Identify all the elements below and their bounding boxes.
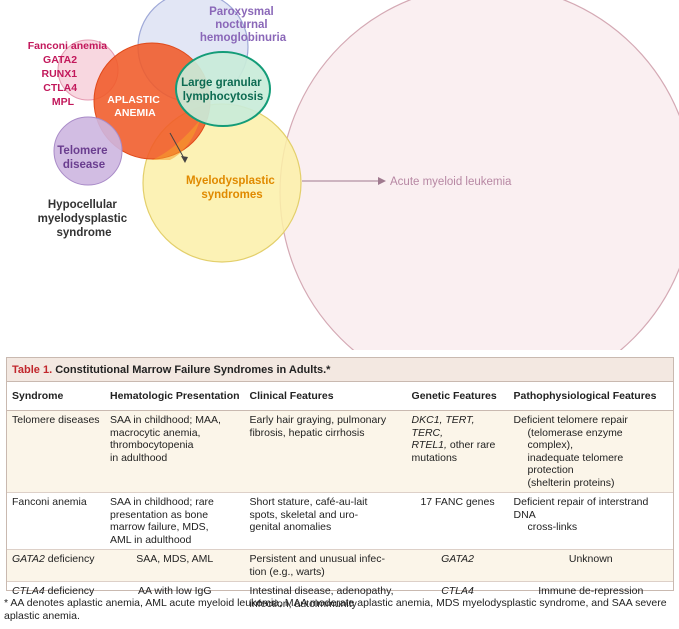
table-1: Table 1. Constitutional Marrow Failure S… [6,357,674,610]
aml-circle [279,0,679,350]
gene-names: DKC1, TERT, TERC, [411,414,475,439]
mds-label: Myelodysplastic syndromes [186,175,278,201]
table-footnote: * AA denotes aplastic anemia, AML acute … [4,597,674,623]
hypocellular-mds-label: Hypocellular myelodysplastic syndrome [38,199,131,239]
text-line: genital anomalies [249,521,332,533]
text-line: AML in adulthood [110,533,192,546]
cell-genetic: CTLA4 [441,585,474,597]
cell-syndrome: CTLA4 deficiency [7,582,105,614]
cell-patho: Deficient telomere repair (telomerase en… [508,410,673,493]
lgl-label: Large granular lymphocytosis [181,77,265,103]
table-header-row: Syndrome Hematologic Presentation Clinic… [7,382,673,411]
text-line: Persistent and unusual infec- [249,553,385,565]
lgl-circle [175,51,271,127]
telomere-circle [53,116,123,186]
aa-mds-overlap [152,120,200,160]
text-line: mutations [411,451,458,464]
text-line: Early hair graying, pulmonary [249,414,387,426]
text-line: DKC1, TERT, TERC, [412,414,504,439]
gene-name: CTLA4 [12,585,45,597]
footnote-line: * AA denotes aplastic anemia, AML acute … [4,597,667,609]
text: other rare [446,439,496,451]
cell-genetic: GATA2 [406,549,509,582]
cell-hematologic: SAA in childhood; rare presentation as b… [105,492,245,550]
cell-genetic: DKC1, TERT, TERC, RTEL1, other rare muta… [406,410,509,493]
text-line: Deficient telomere repair [513,414,628,426]
text-line: spots, skeletal and uro- [249,508,359,521]
cell-hematologic: AA with low IgG [138,585,212,597]
text-line: tion (e.g., warts) [249,565,325,578]
text: deficiency [44,585,95,597]
cell-genetic: 17 FANC genes [406,492,509,550]
cell-patho: Unknown [508,549,673,582]
cell-syndrome: Telomere diseases [7,410,105,493]
aml-label: Acute myeloid leukemia [390,176,512,188]
aml-arrow-head [378,177,386,185]
syndromes-table: Syndrome Hematologic Presentation Clinic… [7,382,673,613]
col-clinical: Clinical Features [244,382,407,411]
cell-patho: Deficient repair of interstrand DNA cros… [508,492,673,550]
text-line: Intestinal disease, adenopathy, [249,585,394,597]
text-line: RTEL1, other rare [412,439,504,452]
text-line: fibrosis, hepatic cirrhosis [249,426,365,439]
text-line: presentation as bone [110,508,209,521]
text: deficiency [44,553,95,565]
text-line: in adulthood [110,451,168,464]
hypo-arrow-head [181,156,188,163]
table-title: Table 1. Constitutional Marrow Failure S… [7,358,673,382]
table-caption: Constitutional Marrow Failure Syndromes … [55,364,331,376]
table-number: Table 1. [12,364,53,376]
cell-syndrome: GATA2 deficiency [7,549,105,582]
text-line: (shelterin proteins) [527,476,615,489]
cell-hematologic: SAA, MDS, AML [105,549,245,582]
table-row: GATA2 deficiency SAA, MDS, AML Persisten… [7,549,673,582]
col-hematologic: Hematologic Presentation [105,382,245,411]
cell-clinical: Persistent and unusual infec- tion (e.g.… [244,549,407,582]
cell-clinical: Intestinal disease, adenopathy, infectio… [245,582,407,614]
text-line: marrow failure, MDS, [110,521,209,533]
text-line: (telomerase enzyme complex), [527,426,623,452]
text-line: inadequate telomere protection [527,451,624,477]
cell-clinical: Early hair graying, pulmonary fibrosis, … [244,410,407,493]
cell-hematologic: SAA in childhood; MAA, macrocytic anemia… [105,410,245,493]
footnote-line: aplastic anemia. [4,610,80,622]
text-line: infection, autoimmunity [249,597,357,610]
hypo-arrow-line [169,132,186,161]
aplastic-anemia-label: APLASTIC ANEMIA [107,94,162,119]
text-line: macrocytic anemia, [110,426,201,439]
gene-names: RTEL1, [411,439,447,451]
inherited-label: Fanconi anemia GATA2 RUNX1 CTLA4 MPL [28,40,110,108]
text-line: SAA in childhood; rare [110,496,214,508]
text-line: cross-links [527,521,578,533]
cell-syndrome: Fanconi anemia [7,492,105,550]
text-line: thrombocytopenia [110,439,194,451]
col-syndrome: Syndrome [7,382,105,411]
cell-patho: Immune de-repression [538,585,644,597]
pnh-label: Paroxysmal nocturnal hemoglobinuria [200,6,287,44]
cell-clinical: Short stature, café-au-lait spots, skele… [244,492,407,550]
col-patho: Pathophysiological Features [508,382,673,411]
text-line: SAA in childhood; MAA, [110,414,221,426]
col-genetic: Genetic Features [406,382,509,411]
text-line: Short stature, café-au-lait [249,496,368,508]
telomere-label: Telomere disease [57,145,110,171]
table-row: Telomere diseases SAA in childhood; MAA,… [7,410,673,493]
marrow-failure-venn-diagram: Paroxysmal nocturnal hemoglobinuria Fanc… [28,0,679,350]
table-row: Fanconi anemia SAA in childhood; rare pr… [7,492,673,550]
text-line: Deficient repair of interstrand DNA [513,496,649,521]
table-row: CTLA4 deficiency AA with low IgG Intesti… [7,582,673,614]
gene-name: GATA2 [12,553,45,565]
